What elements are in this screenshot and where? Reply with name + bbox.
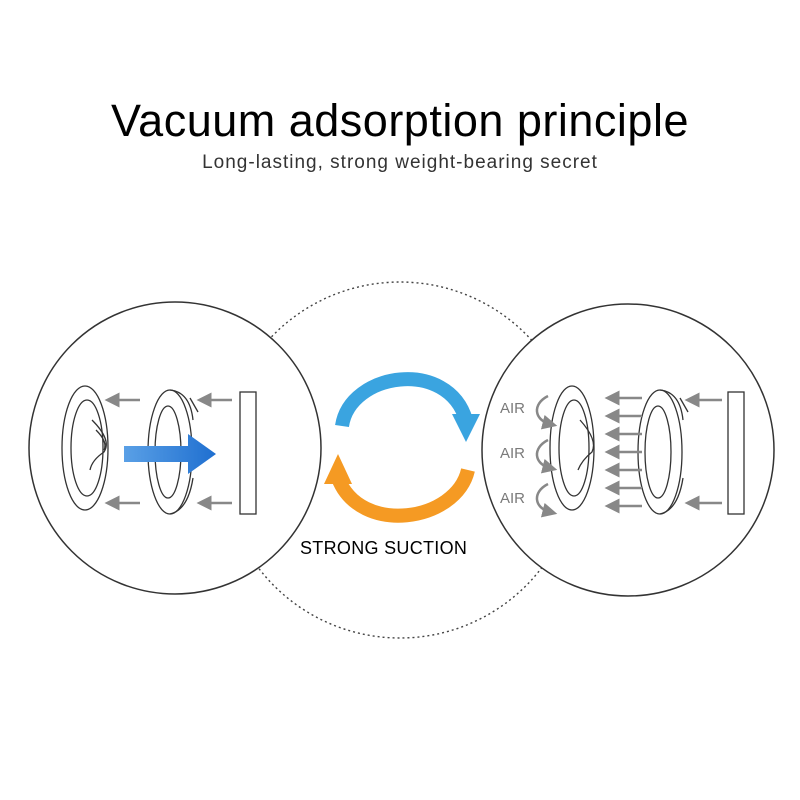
left-small-arrows (104, 392, 232, 511)
left-plate-icon (239, 391, 257, 515)
right-small-arrows (604, 390, 722, 514)
cycle-blue-arrow-icon (335, 372, 473, 428)
blue-push-arrow-icon (124, 434, 216, 474)
air-label: AIR (500, 490, 526, 507)
right-plate-icon (727, 391, 745, 515)
left-suction-cup-icon (61, 385, 109, 511)
strong-suction-label: STRONG SUCTION (300, 538, 468, 558)
right-circle (481, 303, 775, 597)
right-air-swirl-icons (535, 394, 558, 518)
cycle-orange-arrow-icon (331, 467, 475, 523)
cycle-blue-arrowhead-icon (452, 414, 480, 442)
air-label: AIR (500, 445, 526, 462)
right-suction-cup-icon (549, 385, 595, 511)
air-label: AIR (500, 400, 526, 417)
cycle-orange-arrowhead-icon (324, 454, 352, 484)
page-subtitle: Long-lasting, strong weight-bearing secr… (202, 152, 598, 173)
page-title: Vacuum adsorption principle (111, 95, 689, 146)
